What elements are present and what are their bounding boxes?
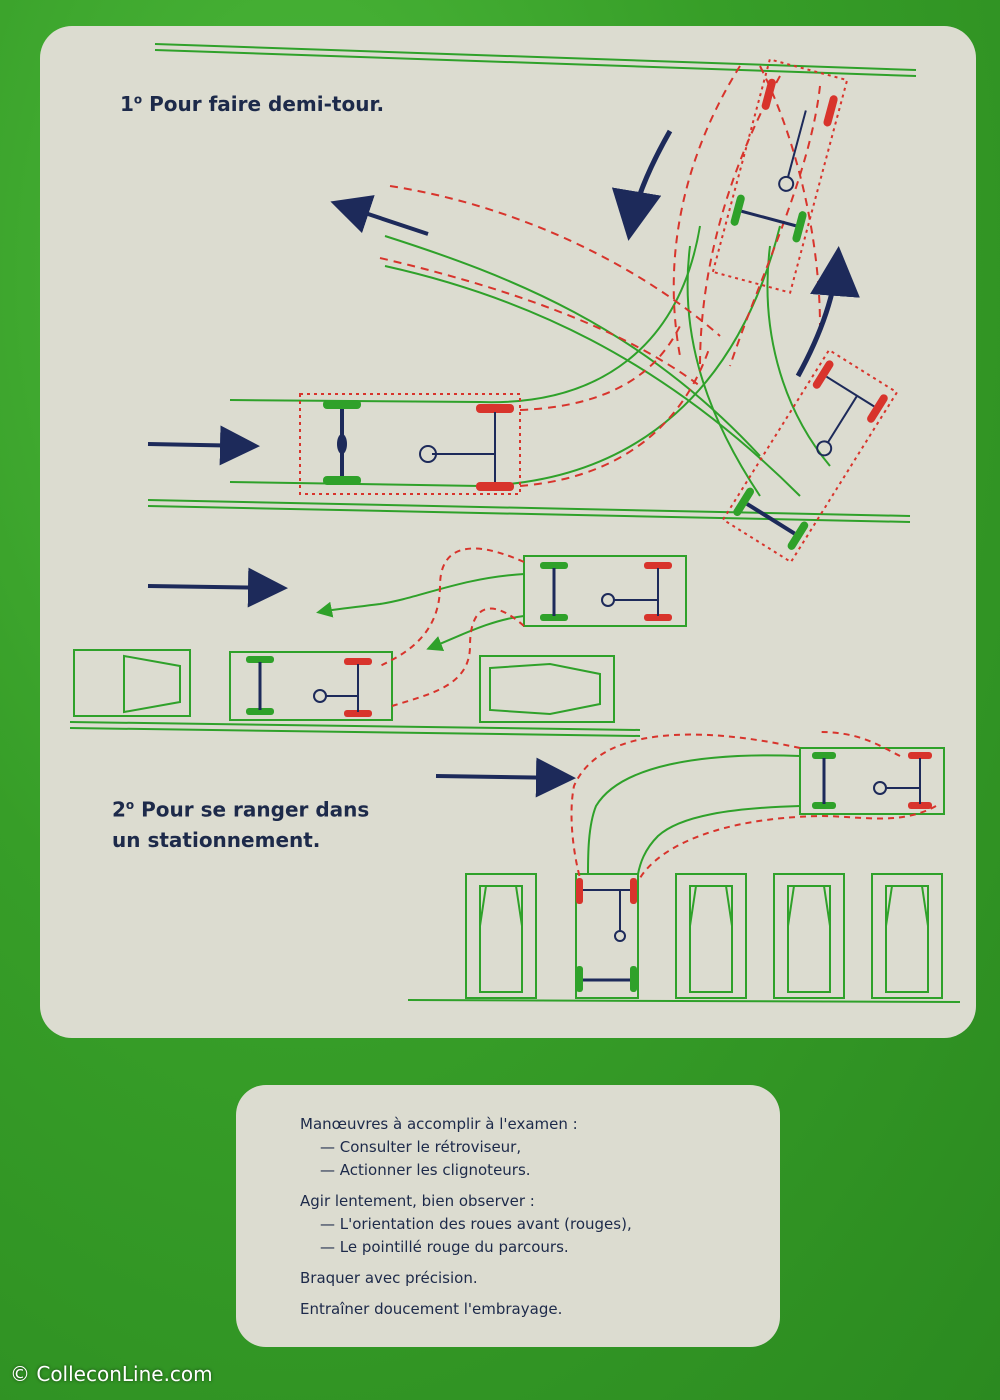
section-2-title-line1: 2o Pour se ranger dans	[112, 797, 370, 822]
instructions-item-2: — Actionner les clignoteurs.	[320, 1161, 531, 1179]
car-start-position	[299, 393, 521, 495]
arrow-forward-2	[147, 567, 288, 608]
instructions-heading-1: Manœuvres à accomplir à l'examen :	[300, 1115, 578, 1133]
section-1-title: 1o Pour faire demi-tour.	[120, 92, 385, 116]
bay-parking-diagram	[407, 731, 961, 1003]
section-2-title: 2o Pour se ranger dans un stationnement.	[112, 790, 369, 855]
arrow-back-1	[330, 195, 429, 236]
car-top-position	[711, 58, 849, 294]
arrow-forward-3	[435, 757, 576, 798]
u-turn-diagram	[147, 43, 917, 564]
maneuver-diagram	[69, 43, 961, 1003]
section-2-title-line2: un stationnement.	[112, 827, 321, 852]
instructions-heading-2: Agir lentement, bien observer :	[300, 1192, 535, 1210]
instructions-item-3: — L'orientation des roues avant (rouges)…	[320, 1215, 632, 1233]
instructions-line-1: Braquer avec précision.	[300, 1269, 478, 1287]
arrow-curve-down	[611, 129, 673, 241]
instructions-item-4: — Le pointillé rouge du parcours.	[320, 1238, 569, 1256]
diagram-panel: 1o Pour faire demi-tour. 2o Pour se rang…	[40, 26, 976, 1038]
road-edge-top	[154, 43, 917, 71]
instructions-line-2: Entraîner doucement l'embrayage.	[300, 1300, 563, 1318]
parallel-parking-diagram	[69, 547, 687, 737]
arrow-forward-1	[147, 425, 260, 466]
instructions-text: Manœuvres à accomplir à l'examen : — Con…	[300, 1113, 760, 1321]
instructions-item-1: — Consulter le rétroviseur,	[320, 1138, 522, 1156]
instructions-box	[236, 1085, 780, 1347]
car-reverse-position	[721, 348, 899, 564]
road-edge-bottom	[147, 499, 911, 517]
watermark: © ColleconLine.com	[10, 1362, 213, 1386]
arrow-curve-up	[795, 246, 860, 378]
